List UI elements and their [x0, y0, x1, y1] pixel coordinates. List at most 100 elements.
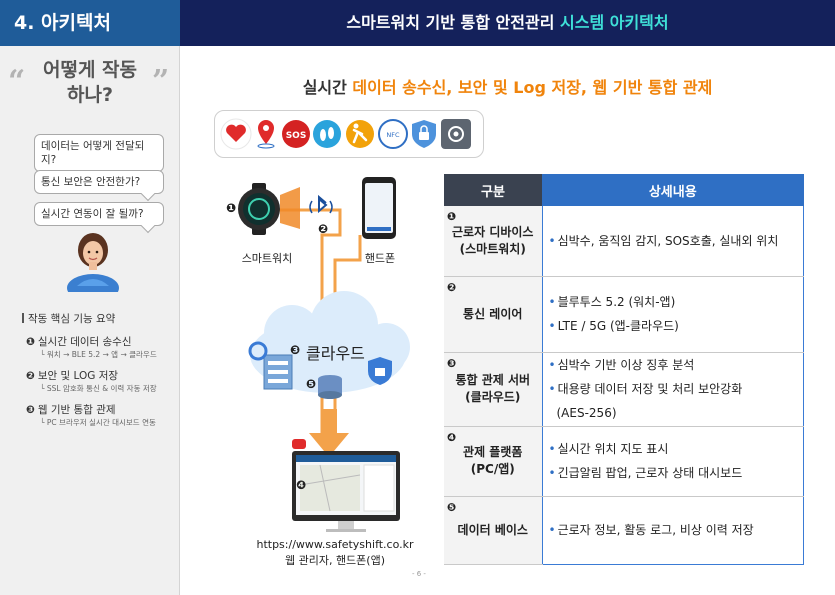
- settings-icon: [441, 119, 471, 149]
- database-icon: [318, 375, 342, 399]
- bluetooth-icon: [309, 194, 333, 214]
- smartwatch-icon: [238, 183, 300, 235]
- sos-icon: SOS: [282, 120, 310, 148]
- table-row: ❹ 관제 플랫폼 (PC/앱) •실시간 위치 지도 표시 •긴급알림 팝업, …: [444, 426, 804, 497]
- table-cell-detail: •실시간 위치 지도 표시 •긴급알림 팝업, 근로자 상태 대시보드: [541, 426, 804, 497]
- table-cell-detail: •근로자 정보, 활동 로그, 비상 이력 저장: [541, 496, 804, 565]
- detail-line: 대용량 데이터 저장 및 처리 보안강화: [557, 382, 743, 396]
- table-row: ❷ 통신 레이어 •블루투스 5.2 (워치-앱) •LTE / 5G (앱-클…: [444, 276, 804, 353]
- sos-icon-label: SOS: [286, 131, 307, 141]
- table-header-category: 구분: [444, 174, 542, 206]
- table-cell-detail: •블루투스 5.2 (워치-앱) •LTE / 5G (앱-클라우드): [541, 276, 804, 353]
- gear-icon: [248, 341, 268, 361]
- row-number: ❺: [447, 500, 457, 514]
- watch-label: 스마트워치: [241, 252, 293, 265]
- nfc-icon: NFC: [378, 119, 408, 149]
- detail-line: 실시간 위치 지도 표시: [557, 442, 669, 456]
- architecture-diagram: [238, 177, 410, 532]
- category-line: (클라우드): [465, 390, 521, 404]
- category-line: 관제 플랫폼: [463, 445, 523, 459]
- question-bubble: 통신 보안은 안전한가?: [34, 170, 164, 194]
- step-marker: ❶: [226, 201, 237, 215]
- feature-number: ❸: [26, 404, 35, 416]
- detail-line: 심박수 기반 이상 징후 분석: [557, 358, 695, 372]
- sidebar: “ ” 어떻게 작동하나? 데이터는 어떻게 전달되지? 통신 보안은 안전한가…: [0, 46, 180, 595]
- main-subtitle-plain: 실시간: [302, 78, 353, 97]
- feature-title: 웹 기반 통합 관제: [37, 404, 116, 416]
- category-line: 데이터 베이스: [457, 522, 528, 537]
- location-pin-icon: [257, 120, 275, 149]
- feature-number: ❶: [26, 336, 35, 348]
- architecture-table: 구분 상세내용 ❶ 근로자 디바이스 (스마트워치) •심박수, 움직임 감지,…: [444, 174, 804, 565]
- feature-icons: SOS NFC: [220, 118, 471, 150]
- category-line: (스마트워치): [459, 241, 526, 256]
- table-row: ❶ 근로자 디바이스 (스마트워치) •심박수, 움직임 감지, SOS호출, …: [444, 206, 804, 277]
- table-cell-detail: •심박수 기반 이상 징후 분석 •대용량 데이터 저장 및 처리 보안강화 (…: [541, 352, 804, 427]
- table-cell-category: ❹ 관제 플랫폼 (PC/앱): [444, 426, 542, 497]
- detail-line: 긴급알림 팝업, 근로자 상태 대시보드: [557, 466, 743, 480]
- cloud-label: 클라우드: [306, 344, 365, 363]
- category-line: 근로자 디바이스: [452, 224, 534, 239]
- row-number: ❶: [447, 210, 457, 223]
- shield-icon: [412, 120, 436, 148]
- open-quote-icon: “: [8, 64, 26, 99]
- page-title-accent: 시스템 아키텍처: [560, 13, 669, 32]
- fall-icon: [346, 120, 374, 148]
- cloud-shield-icon: [368, 357, 392, 385]
- row-number: ❹: [447, 430, 457, 444]
- server-icon: [263, 354, 293, 390]
- summary-title: 작동 핵심 기능 요약: [21, 313, 116, 325]
- step-marker: ❹: [296, 478, 307, 492]
- footprint-icon: [313, 120, 341, 148]
- url-label: https://www.safetyshift.co.kr: [256, 538, 414, 551]
- table-row: ❺ 데이터 베이스 •근로자 정보, 활동 로그, 비상 이력 저장: [444, 496, 804, 565]
- feature-sub: └ SSL 암호화 통신 & 이력 자동 저장: [40, 384, 157, 393]
- row-number: ❷: [447, 280, 457, 294]
- question-bubble: 데이터는 어떻게 전달되지?: [34, 134, 164, 172]
- section-title: 4. 아키텍처: [0, 0, 180, 46]
- how-it-works-title: 어떻게 작동하나?: [42, 59, 137, 106]
- heart-icon: [220, 118, 252, 150]
- smartphone-icon: [362, 177, 396, 239]
- detail-line: 근로자 정보, 활동 로그, 비상 이력 저장: [557, 523, 754, 537]
- table-cell-category: ❷ 통신 레이어: [444, 276, 542, 353]
- table-cell-detail: •심박수, 움직임 감지, SOS호출, 실내외 위치: [541, 206, 804, 277]
- monitor-icon: [292, 451, 400, 532]
- category-line: (PC/앱): [470, 462, 515, 476]
- table-cell-category: ❺ 데이터 베이스: [444, 496, 542, 565]
- down-arrow-icon: [309, 409, 349, 457]
- table-cell-category: ❶ 근로자 디바이스 (스마트워치): [444, 206, 542, 277]
- detail-line: LTE / 5G (앱-클라우드): [557, 319, 679, 333]
- close-quote-icon: ”: [152, 64, 170, 99]
- feature-number: ❷: [26, 370, 35, 382]
- main-subtitle: 실시간 데이터 송수신, 보안 및 Log 저장, 웹 기반 통합 관제: [180, 74, 835, 98]
- row-number: ❸: [447, 356, 457, 370]
- main-subtitle-accent: 데이터 송수신, 보안 및 Log 저장, 웹 기반 통합 관제: [352, 78, 713, 97]
- feature-sub: └ 워치 → BLE 5.2 → 앱 → 클라우드: [40, 350, 157, 359]
- table-cell-category: ❸ 통합 관제 서버 (클라우드): [444, 352, 542, 427]
- detail-line: 심박수, 움직임 감지, SOS호출, 실내외 위치: [557, 233, 779, 248]
- category-line: 통신 레이어: [463, 306, 523, 321]
- table-header-detail: 상세내용: [542, 174, 804, 206]
- phone-label: 핸드폰: [364, 252, 396, 265]
- page-title-main: 스마트워치 기반 통합 안전관리: [346, 13, 561, 32]
- table-row: ❸ 통합 관제 서버 (클라우드) •심박수 기반 이상 징후 분석 •대용량 …: [444, 352, 804, 427]
- table-header-row: 구분 상세내용: [444, 174, 804, 206]
- feature-title: 실시간 데이터 송수신: [37, 336, 132, 348]
- detail-line: 블루투스 5.2 (워치-앱): [557, 295, 676, 309]
- nfc-icon-label: NFC: [386, 131, 400, 139]
- detail-line: (AES-256): [556, 406, 617, 420]
- step-marker: ❺: [306, 377, 317, 391]
- page-title: 스마트워치 기반 통합 안전관리 시스템 아키텍처: [180, 0, 835, 46]
- category-line: 통합 관제 서버: [455, 373, 531, 387]
- page-number: - 6 -: [412, 570, 426, 578]
- web-label: 웹 관리자, 핸드폰(앱): [284, 554, 386, 567]
- alarm-siren-icon: [292, 439, 306, 449]
- step-marker: ❷: [318, 222, 329, 236]
- question-bubble: 실시간 연동이 잘 될까?: [34, 202, 164, 226]
- step-marker: ❸: [290, 343, 301, 357]
- feature-sub: └ PC 브라우저 실시간 대시보드 연동: [40, 418, 156, 427]
